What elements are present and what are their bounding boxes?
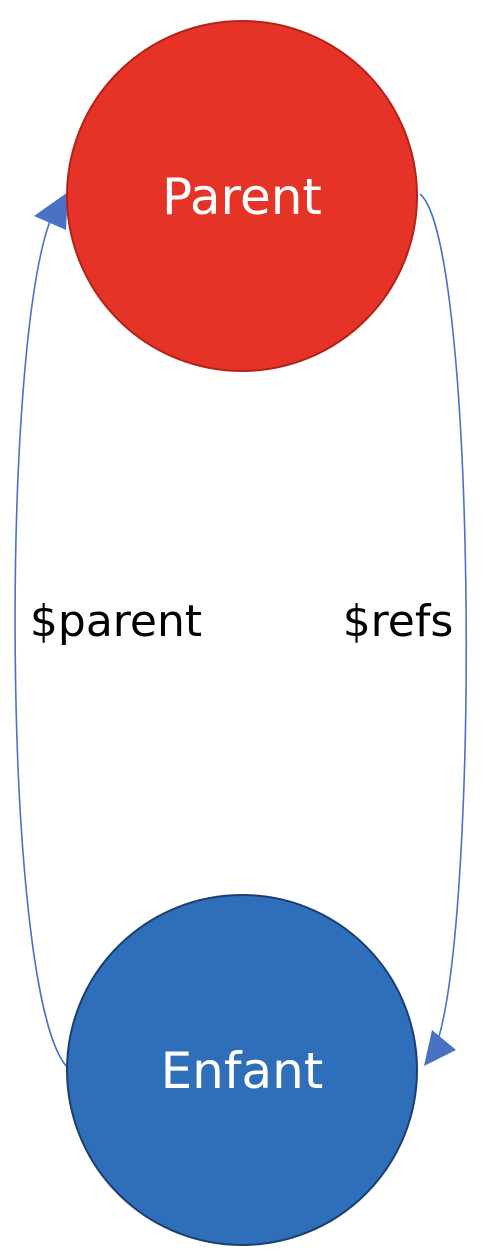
edge-parent-label: $parent	[30, 596, 202, 647]
edge-parent-arrowhead	[34, 192, 68, 230]
edge-parent-line	[14, 211, 69, 1069]
node-enfant-label: Enfant	[161, 1042, 324, 1100]
edge-refs-line	[419, 193, 467, 1041]
edge-refs-label: $refs	[343, 596, 454, 647]
edge-refs-arrowhead	[424, 1030, 456, 1066]
node-parent	[66, 20, 418, 372]
node-enfant	[66, 894, 418, 1246]
node-parent-label: Parent	[162, 168, 322, 226]
